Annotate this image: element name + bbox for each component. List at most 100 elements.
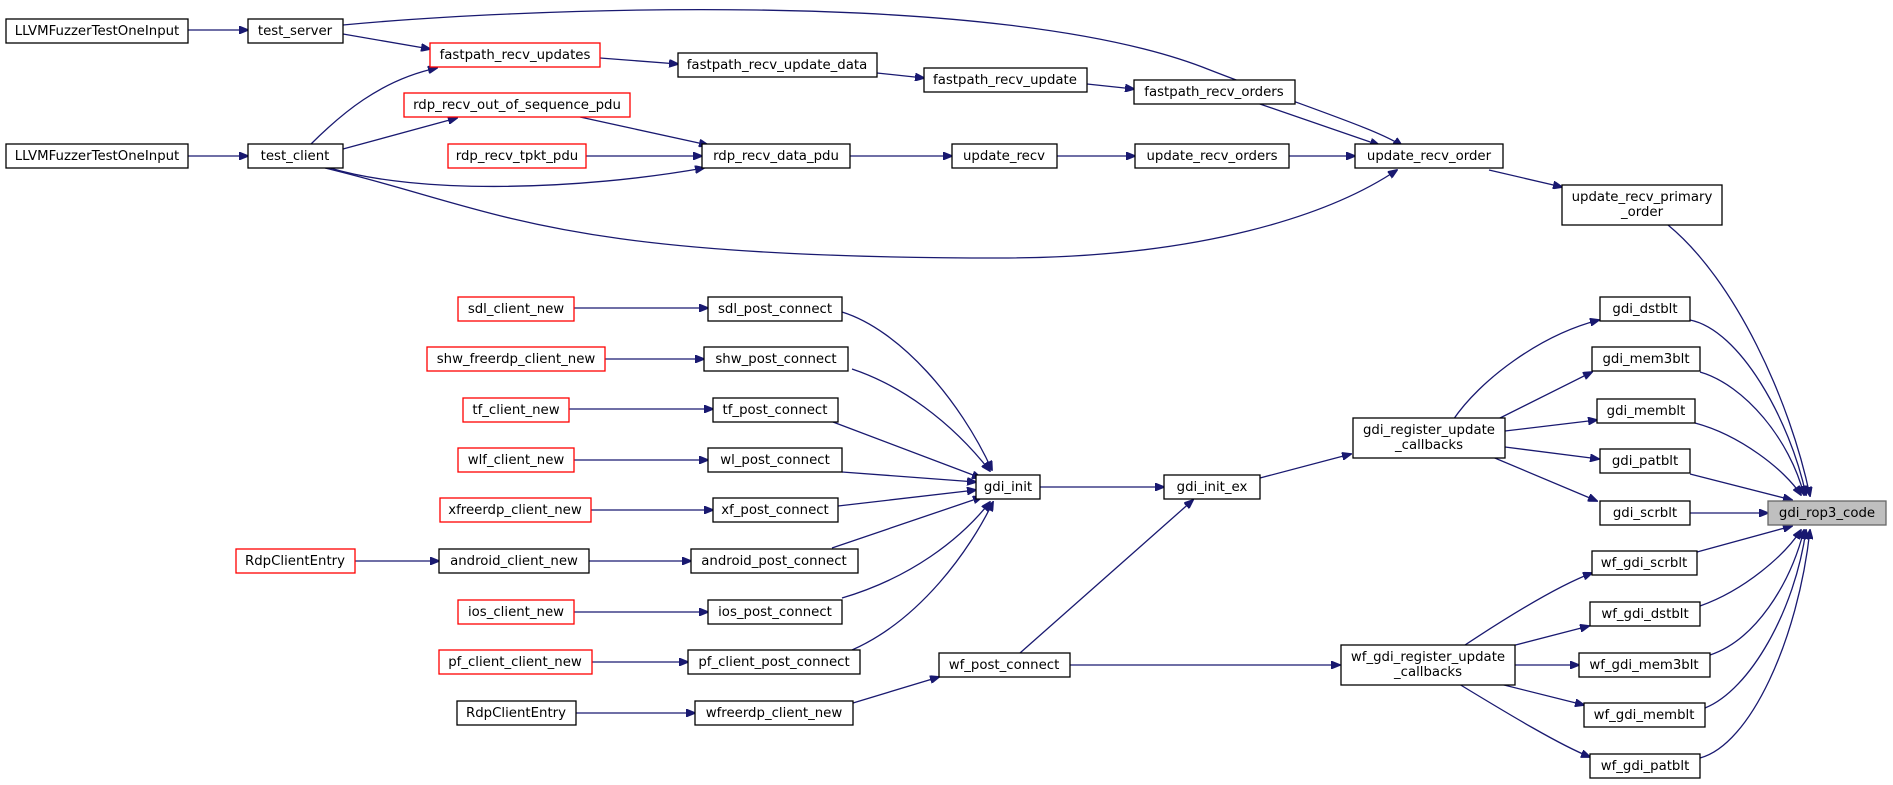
node-label: gdi_dstblt — [1612, 302, 1677, 317]
node-pf-client-post-connect[interactable]: pf_client_post_connect — [687, 649, 861, 675]
node-gdi-init-ex[interactable]: gdi_init_ex — [1163, 474, 1261, 500]
node-label: RdpClientEntry — [466, 706, 566, 721]
node-test-client[interactable]: test_client — [247, 143, 344, 169]
node-wf-gdi-memblt[interactable]: wf_gdi_memblt — [1583, 702, 1706, 728]
node-label: wf_gdi_register_update — [1351, 650, 1505, 665]
edge-gdi_init_ex-gdi_register_update_callbacks — [1259, 454, 1351, 479]
node-fastpath-recv-orders[interactable]: fastpath_recv_orders — [1133, 79, 1296, 105]
node-ios-client-new[interactable]: ios_client_new — [457, 599, 575, 625]
node-label: ios_post_connect — [718, 605, 832, 620]
node-wfreerdp-client-new[interactable]: wfreerdp_client_new — [694, 700, 854, 726]
edge-gdi_patblt-gdi_rop3_code — [1689, 473, 1792, 500]
node-shw-freerdp-client-new[interactable]: shw_freerdp_client_new — [426, 346, 606, 372]
node-gdi-dstblt[interactable]: gdi_dstblt — [1599, 296, 1691, 322]
node-label: wf_gdi_patblt — [1601, 759, 1690, 774]
node-label: LLVMFuzzerTestOneInput — [15, 24, 180, 39]
node-gdi-rop3-code[interactable]: gdi_rop3_code — [1767, 500, 1887, 526]
node-label: xfreerdp_client_new — [448, 503, 582, 518]
node-wf-gdi-mem3blt[interactable]: wf_gdi_mem3blt — [1578, 652, 1711, 678]
node-label: LLVMFuzzerTestOneInput — [15, 149, 180, 164]
edge-wf_gdi_mem3blt-gdi_rop3_code — [1709, 530, 1804, 656]
node-tf-post-connect[interactable]: tf_post_connect — [712, 397, 839, 423]
edge-wl_post_connect-gdi_init — [841, 471, 976, 482]
edge-wf_gdi_memblt-gdi_rop3_code — [1704, 530, 1806, 709]
node-gdi-patblt[interactable]: gdi_patblt — [1599, 448, 1691, 474]
edge-wf_gdi_patblt-gdi_rop3_code — [1699, 530, 1810, 759]
node-label: update_recv_primary — [1572, 190, 1713, 205]
edge-rdp_recv_out_of_sequence_pdu-rdp_recv_data_pdu — [579, 116, 708, 145]
edge-gdi_register_update_callbacks-gdi_scrblt — [1489, 455, 1597, 501]
node-label: rdp_recv_out_of_sequence_pdu — [413, 98, 621, 113]
node-fastpath-recv-update[interactable]: fastpath_recv_update — [923, 67, 1088, 93]
node-label: fastpath_recv_orders — [1144, 85, 1283, 100]
node-wl-post-connect[interactable]: wl_post_connect — [707, 447, 843, 473]
node-label: android_post_connect — [701, 554, 846, 569]
node-label: shw_freerdp_client_new — [437, 352, 596, 367]
node-label: gdi_rop3_code — [1779, 506, 1875, 521]
node-rdp-client-entry-red[interactable]: RdpClientEntry — [235, 548, 356, 574]
node-xf-post-connect[interactable]: xf_post_connect — [712, 497, 839, 523]
node-rdp-client-entry[interactable]: RdpClientEntry — [456, 700, 577, 726]
node-label: pf_client_client_new — [448, 655, 582, 670]
node-gdi-register-update-callbacks[interactable]: gdi_register_update_callbacks — [1352, 417, 1506, 459]
node-test-server[interactable]: test_server — [247, 18, 344, 44]
node-sdl-client-new[interactable]: sdl_client_new — [457, 296, 575, 322]
node-wlf-client-new[interactable]: wlf_client_new — [457, 447, 575, 473]
edge-xf_post_connect-gdi_init — [837, 490, 976, 507]
node-wf-gdi-scrblt[interactable]: wf_gdi_scrblt — [1591, 550, 1698, 576]
node-label: pf_client_post_connect — [698, 655, 849, 670]
node-label: wf_post_connect — [949, 658, 1060, 673]
node-sdl-post-connect[interactable]: sdl_post_connect — [707, 296, 843, 322]
edge-test_server-update_recv_order — [342, 8, 1402, 146]
node-rdp-recv-tpkt-pdu[interactable]: rdp_recv_tpkt_pdu — [447, 143, 587, 169]
edge-update_recv_order-update_recv_primary_order — [1488, 169, 1562, 187]
node-label: test_server — [258, 24, 333, 39]
node-label: tf_post_connect — [723, 403, 828, 418]
node-rdp-recv-data-pdu[interactable]: rdp_recv_data_pdu — [701, 143, 851, 169]
node-rdp-recv-out-of-sequence-pdu[interactable]: rdp_recv_out_of_sequence_pdu — [403, 92, 631, 118]
node-llvm2[interactable]: LLVMFuzzerTestOneInput — [5, 143, 189, 169]
edge-fastpath_recv_update_data-fastpath_recv_update — [876, 72, 924, 78]
node-gdi-init[interactable]: gdi_init — [975, 474, 1041, 500]
node-label: gdi_mem3blt — [1602, 352, 1689, 367]
node-update-recv-orders[interactable]: update_recv_orders — [1134, 143, 1290, 169]
node-android-client-new[interactable]: android_client_new — [438, 548, 590, 574]
node-gdi-memblt[interactable]: gdi_memblt — [1596, 398, 1696, 424]
node-label: wf_gdi_memblt — [1594, 708, 1695, 723]
node-label: gdi_memblt — [1607, 404, 1686, 419]
node-pf-client-client-new[interactable]: pf_client_client_new — [438, 649, 593, 675]
node-fastpath-recv-update-data[interactable]: fastpath_recv_update_data — [677, 52, 878, 78]
nodes-layer: LLVMFuzzerTestOneInput test_server fastp… — [5, 18, 1887, 779]
edge-shw_post_connect-gdi_init — [851, 368, 990, 471]
node-tf-client-new[interactable]: tf_client_new — [462, 397, 570, 423]
node-label: update_recv_orders — [1146, 149, 1277, 164]
edge-test_client-update_recv_order — [324, 167, 1397, 259]
node-wf-gdi-register-update-callbacks[interactable]: wf_gdi_register_update_callbacks — [1340, 644, 1516, 686]
node-shw-post-connect[interactable]: shw_post_connect — [703, 346, 849, 372]
node-wf-post-connect[interactable]: wf_post_connect — [938, 652, 1071, 678]
node-update-recv[interactable]: update_recv — [951, 143, 1058, 169]
node-label: wlf_client_new — [468, 453, 565, 468]
edge-wf_gdi_dstblt-gdi_rop3_code — [1699, 530, 1801, 607]
node-update-recv-primary-order[interactable]: update_recv_primary_order — [1561, 184, 1723, 226]
node-fastpath-recv-updates[interactable]: fastpath_recv_updates — [429, 42, 601, 68]
node-xfreerdp-client-new[interactable]: xfreerdp_client_new — [439, 497, 592, 523]
node-label: shw_post_connect — [715, 352, 836, 367]
node-ios-post-connect[interactable]: ios_post_connect — [707, 599, 843, 625]
edge-wfreerdp_client_new-wf_post_connect — [852, 677, 939, 704]
node-update-recv-order[interactable]: update_recv_order — [1354, 143, 1504, 169]
node-label: wf_gdi_mem3blt — [1589, 658, 1698, 673]
edge-fastpath_recv_updates-fastpath_recv_update_data — [599, 57, 678, 64]
node-android-post-connect[interactable]: android_post_connect — [690, 548, 859, 574]
node-wf-gdi-patblt[interactable]: wf_gdi_patblt — [1589, 753, 1701, 779]
node-label: test_client — [261, 149, 330, 164]
node-gdi-mem3blt[interactable]: gdi_mem3blt — [1591, 346, 1701, 372]
edge-gdi_memblt-gdi_rop3_code — [1694, 422, 1801, 495]
node-llvm1[interactable]: LLVMFuzzerTestOneInput — [5, 18, 189, 44]
node-gdi-scrblt[interactable]: gdi_scrblt — [1599, 500, 1691, 526]
node-wf-gdi-dstblt[interactable]: wf_gdi_dstblt — [1589, 601, 1701, 627]
edge-gdi_register_update_callbacks-gdi_patblt — [1504, 446, 1599, 459]
edge-pf_client_post_connect-gdi_init — [851, 502, 993, 651]
edge-fastpath_recv_orders-update_recv_order — [1256, 102, 1379, 145]
node-label-line-2: _callbacks — [1393, 665, 1462, 680]
